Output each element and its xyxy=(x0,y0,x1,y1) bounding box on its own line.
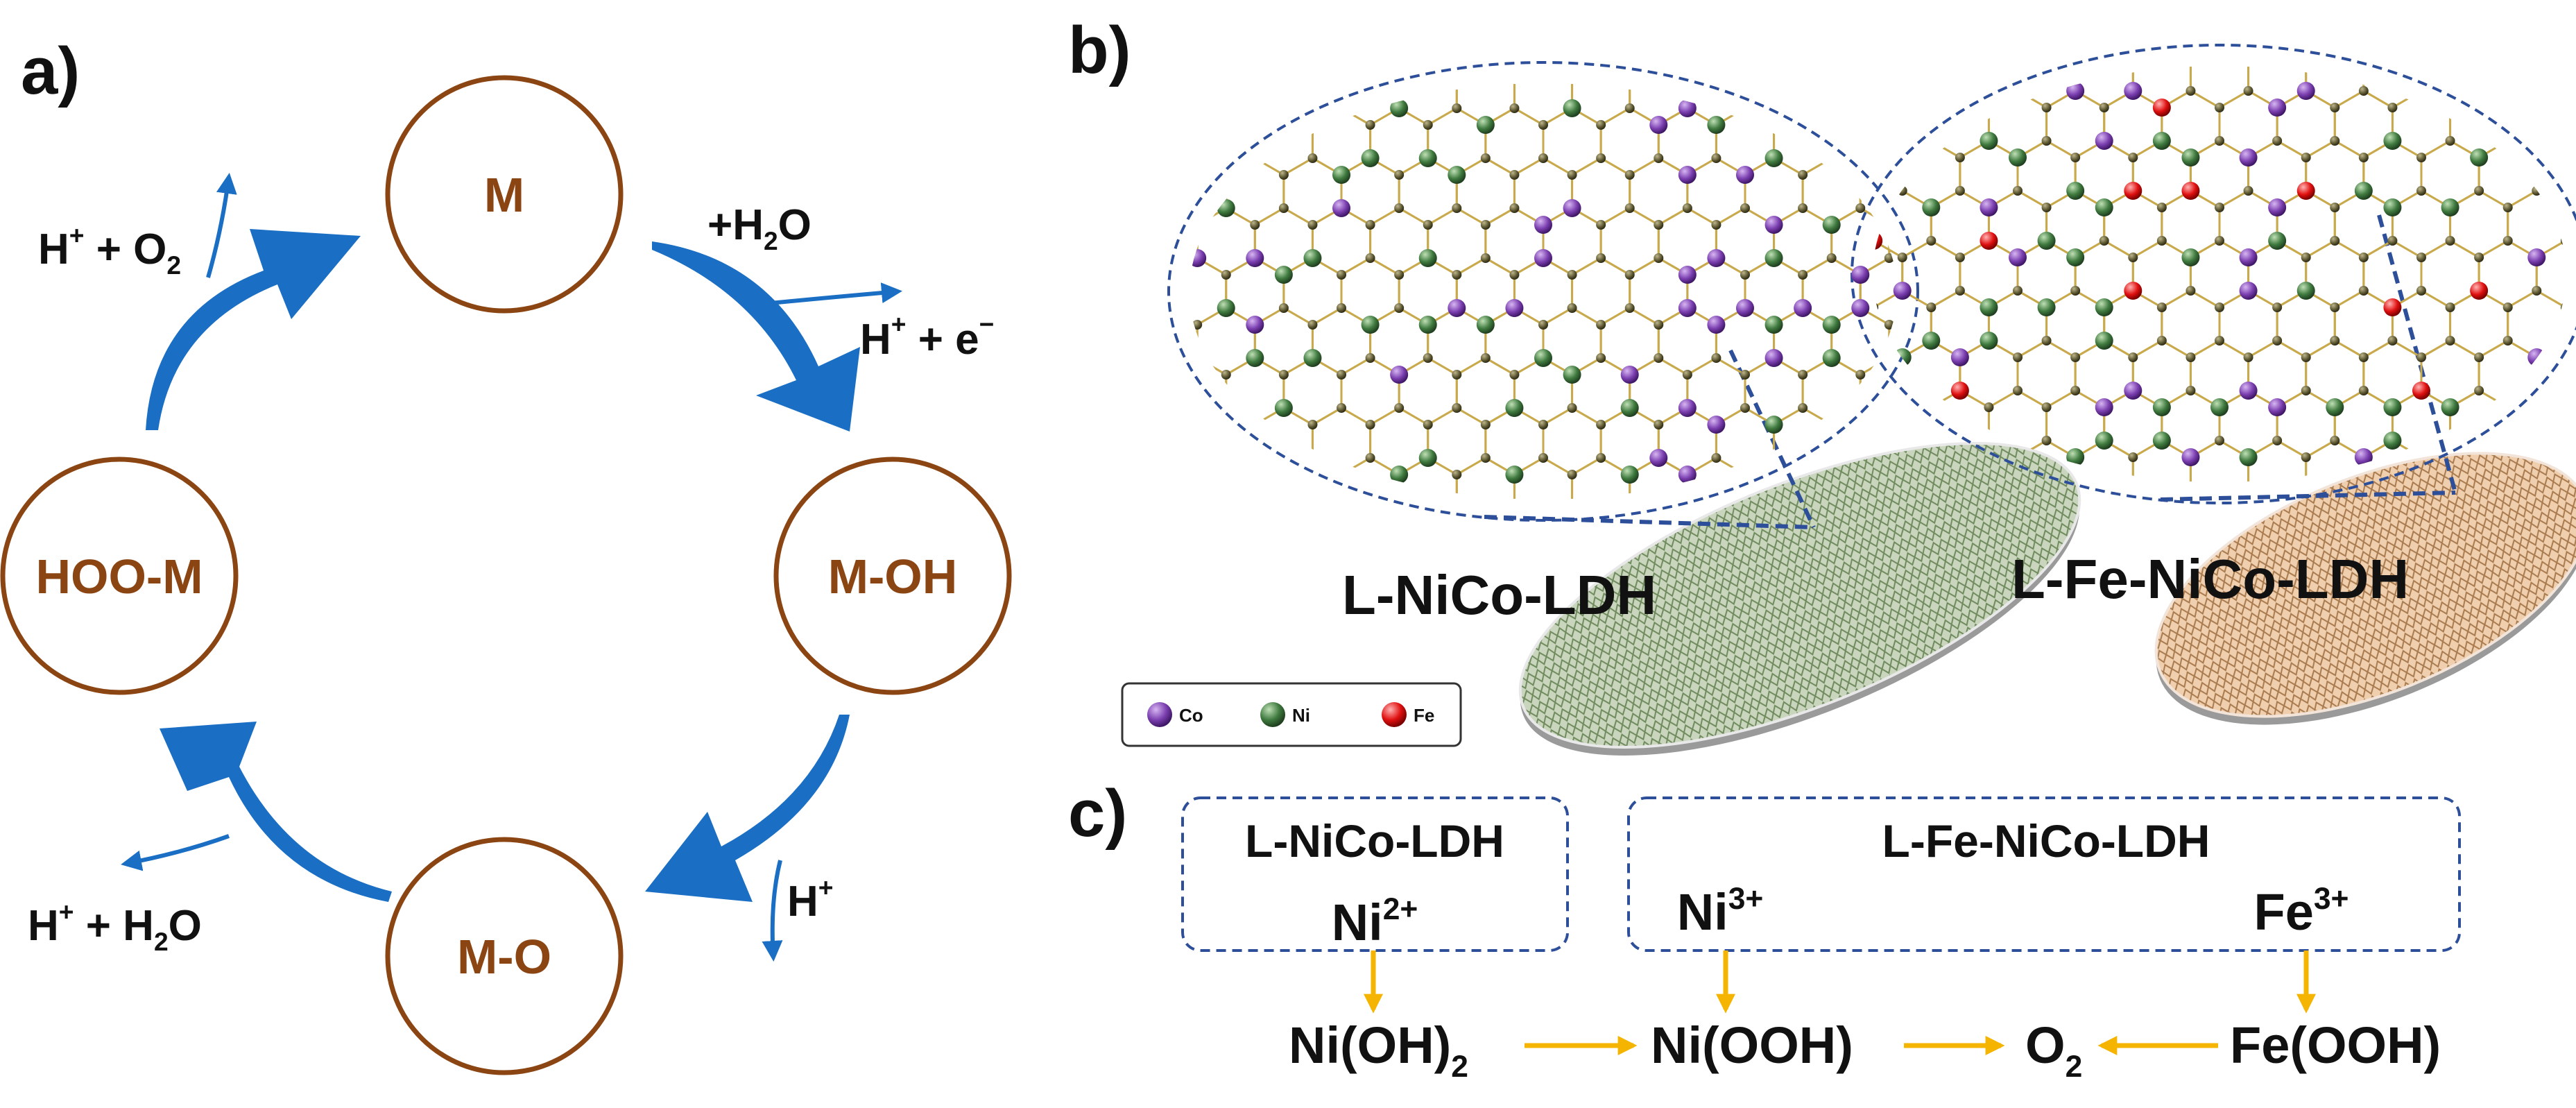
panel-label-a: a) xyxy=(21,34,80,108)
lattice-left-title: L-NiCo-LDH xyxy=(1342,564,1656,626)
cycle-arrow-m-to-moh xyxy=(652,241,860,432)
reagent-h2o-in: +H2O xyxy=(707,201,812,255)
byproduct-h-e: H+ + e− xyxy=(860,309,994,364)
legend-label-fe: Fe xyxy=(1414,705,1434,726)
node-label-hoo-m: HOO-M xyxy=(35,549,203,604)
cycle-arrow-mo-to-hoom xyxy=(160,722,392,902)
node-label-m-o: M-O xyxy=(457,930,551,984)
cycle-node-m-o: M-O xyxy=(385,837,624,1075)
box-l-nico-ldh: L-NiCo-LDH Ni2+ xyxy=(1181,796,1569,952)
species-ni-oh2: Ni(OH)2 xyxy=(1289,1016,1468,1084)
byproduct-arrow-top-right xyxy=(748,282,902,307)
cycle-arrow-moh-to-mo xyxy=(645,715,850,902)
legend-item-co: Co xyxy=(1147,702,1203,727)
byproduct-h-o2: H+ + O2 xyxy=(38,221,181,280)
atom-legend: Co Ni Fe xyxy=(1121,682,1462,747)
byproduct-h-plus: H+ xyxy=(787,873,834,926)
cycle-node-m: M xyxy=(385,75,624,314)
byproduct-arrow-bottom-left xyxy=(121,834,230,871)
ion-ni2: Ni2+ xyxy=(1332,892,1418,951)
box-l-fe-nico-ldh: L-Fe-NiCo-LDH Ni3+ Fe3+ xyxy=(1627,796,2461,952)
ion-fe3: Fe3+ xyxy=(2254,882,2349,941)
legend-item-ni: Ni xyxy=(1260,702,1310,727)
box-l-nico-ldh-title: L-NiCo-LDH xyxy=(1245,815,1504,867)
cycle-arrow-hoom-to-m xyxy=(146,229,361,430)
ion-ni3: Ni3+ xyxy=(1677,882,1764,941)
disk-right xyxy=(2154,452,2576,725)
byproduct-arrow-top-left xyxy=(206,173,237,278)
zoom-frame-left xyxy=(1167,61,1919,529)
legend-label-co: Co xyxy=(1179,705,1203,726)
species-fe-ooh: Fe(OOH) xyxy=(2230,1016,2441,1074)
cycle-node-m-oh: M-OH xyxy=(773,457,1012,695)
node-label-m: M xyxy=(484,168,524,222)
panel-label-b: b) xyxy=(1068,13,1131,87)
box-l-fe-nico-ldh-title: L-Fe-NiCo-LDH xyxy=(1882,815,2210,867)
legend-label-ni: Ni xyxy=(1292,705,1310,726)
lattice-right-title: L-Fe-NiCo-LDH xyxy=(2011,548,2409,610)
disk-left xyxy=(1518,442,2081,756)
species-o2: O2 xyxy=(2025,1016,2082,1084)
node-label-m-oh: M-OH xyxy=(828,549,958,604)
legend-item-fe: Fe xyxy=(1382,702,1434,727)
panel-label-c: c) xyxy=(1068,776,1127,851)
byproduct-h-h2o: H+ + H2O xyxy=(28,897,202,956)
cycle-node-hoo-m: HOO-M xyxy=(0,457,239,695)
species-ni-ooh: Ni(OOH) xyxy=(1651,1016,1853,1074)
byproduct-arrow-right xyxy=(762,860,783,962)
